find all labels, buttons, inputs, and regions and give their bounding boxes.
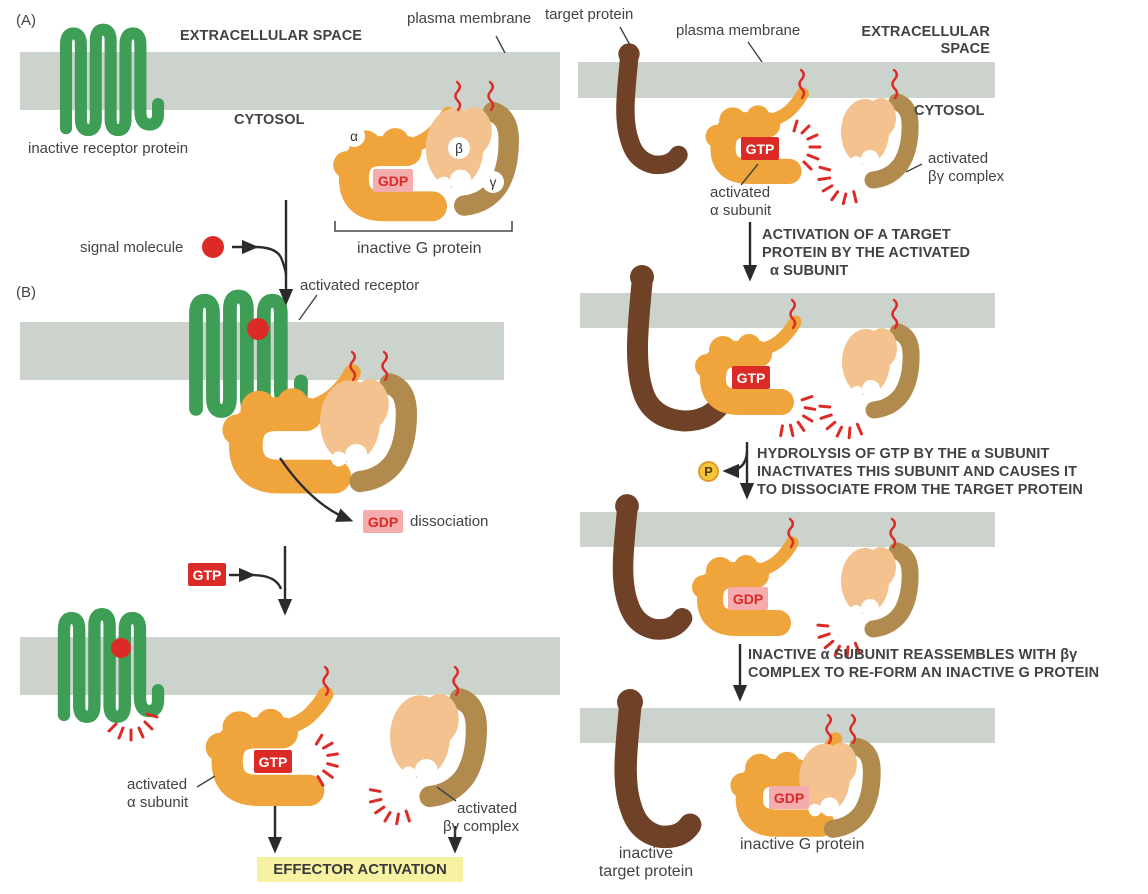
plasma-membrane-label-a: plasma membrane [407,10,532,27]
step3-text-1: INACTIVE α SUBUNIT REASSEMBLES WITH βγ [748,647,1078,663]
activated-bg-label-b-1: activated [457,800,518,817]
step2-text-3: TO DISSOCIATE FROM THE TARGET PROTEIN [757,482,1083,498]
gdp-box-panel-a: GDP [373,169,413,192]
gtp-box-input: GTP [188,563,226,586]
cytosol-label-a: CYTOSOL [234,112,305,128]
inactive-g-protein-label-a: inactive G protein [357,240,482,257]
step3-text-2: COMPLEX TO RE-FORM AN INACTIVE G PROTEIN [748,665,1100,681]
beta-subunit-badge: β [448,137,470,159]
activated-bg-label-r-1: activated [928,150,989,167]
target-proteins [615,43,731,837]
step2-text-2: INACTIVATES THIS SUBUNIT AND CAUSES IT [757,464,1078,480]
step2-text-1: HYDROLYSIS OF GTP BY THE α SUBUNIT [757,446,1050,462]
activated-alpha-label-b-1: activated [127,776,188,793]
extracellular-label-r-2: SPACE [940,41,990,57]
activated-receptor-label: activated receptor [300,277,420,294]
activated-alpha-label-r-2: α subunit [710,202,772,219]
activated-alpha-label-r-1: activated [710,184,771,201]
dissociation-label: dissociation [410,513,489,530]
inactive-receptor-label: inactive receptor protein [28,140,189,157]
flow-arrows [229,200,758,854]
gdp-box-r3: GDP [728,587,768,610]
panel-a-tag: (A) [16,12,36,29]
step1-text-1: ACTIVATION OF A TARGET [762,227,951,243]
extracellular-space-label-a: EXTRACELLULAR SPACE [180,28,363,44]
inactive-g-protein-label-r: inactive G protein [740,836,865,853]
gtp-box-activated-alpha-b: GTP [254,750,292,773]
effector-activation-box: EFFECTOR ACTIVATION [257,857,463,882]
pointer-lines [196,26,923,802]
alpha-subunit-badge: α [343,125,365,147]
plasma-membrane-label-r: plasma membrane [676,22,801,39]
activated-alpha-label-b-2: α subunit [127,794,189,811]
panel-b-tag: (B) [16,284,36,301]
signal-molecule-label: signal molecule [80,239,184,256]
inactive-target-label-2: target protein [598,863,694,880]
target-protein-label: target protein [545,6,634,23]
annotation-lines [334,221,513,232]
activated-bg-label-r-2: βγ complex [928,168,1005,185]
step1-text-3: α SUBUNIT [770,263,849,279]
activated-bg-label-b-2: βγ complex [443,818,520,835]
gdp-box-dissociation: GDP [363,510,403,533]
inactive-target-label-1: inactive [618,845,674,862]
step1-text-2: PROTEIN BY THE ACTIVATED [762,245,971,261]
gtp-box-r1: GTP [741,137,779,160]
gamma-subunit-badge: γ [482,171,504,193]
gtp-box-r2: GTP [732,366,770,389]
cytosol-label-r: CYTOSOL [914,103,985,119]
extracellular-label-r-1: EXTRACELLULAR [861,24,990,40]
signal-molecule-dots [111,236,269,658]
gdp-box-r4: GDP [769,786,809,809]
phosphate-badge: P [698,461,719,482]
